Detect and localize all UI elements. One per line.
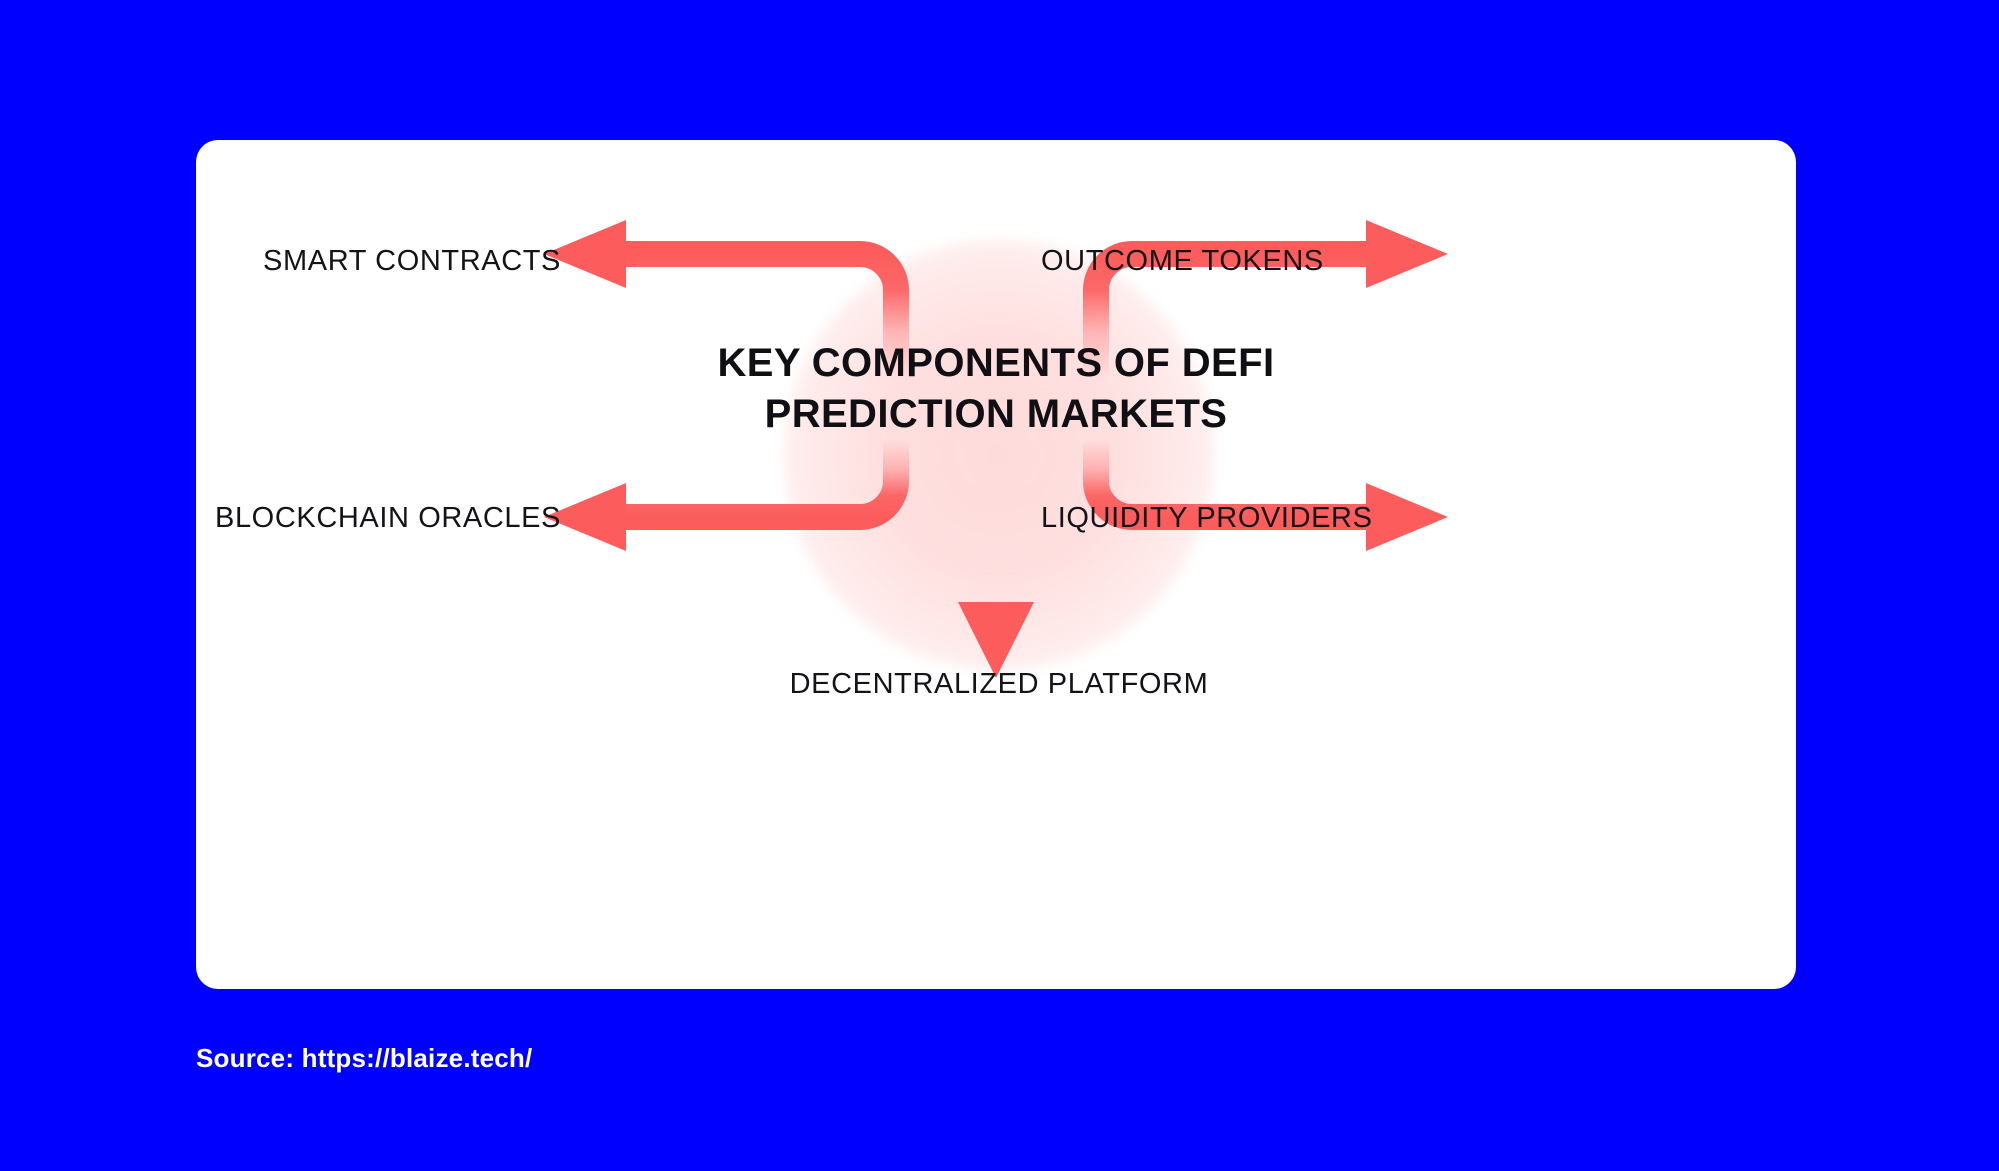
node-label-outcome-tokens: OUTCOME TOKENS <box>1041 245 1324 277</box>
center-glow-blob <box>784 240 1214 670</box>
node-label-smart-contracts: SMART CONTRACTS <box>263 245 561 277</box>
arrow-blockchain-oracles <box>544 440 909 551</box>
diagram-card: KEY COMPONENTS OF DEFI PREDICTION MARKET… <box>196 140 1796 989</box>
node-label-decentralized-platform: DECENTRALIZED PLATFORM <box>789 668 1209 700</box>
node-label-liquidity-providers: LIQUIDITY PROVIDERS <box>1041 502 1373 534</box>
source-caption: Source: https://blaize.tech/ <box>196 1043 533 1073</box>
arrow-decentralized-platform <box>958 460 1034 678</box>
node-label-blockchain-oracles: BLOCKCHAIN ORACLES <box>215 502 561 534</box>
center-title: KEY COMPONENTS OF DEFI PREDICTION MARKET… <box>717 341 1275 437</box>
